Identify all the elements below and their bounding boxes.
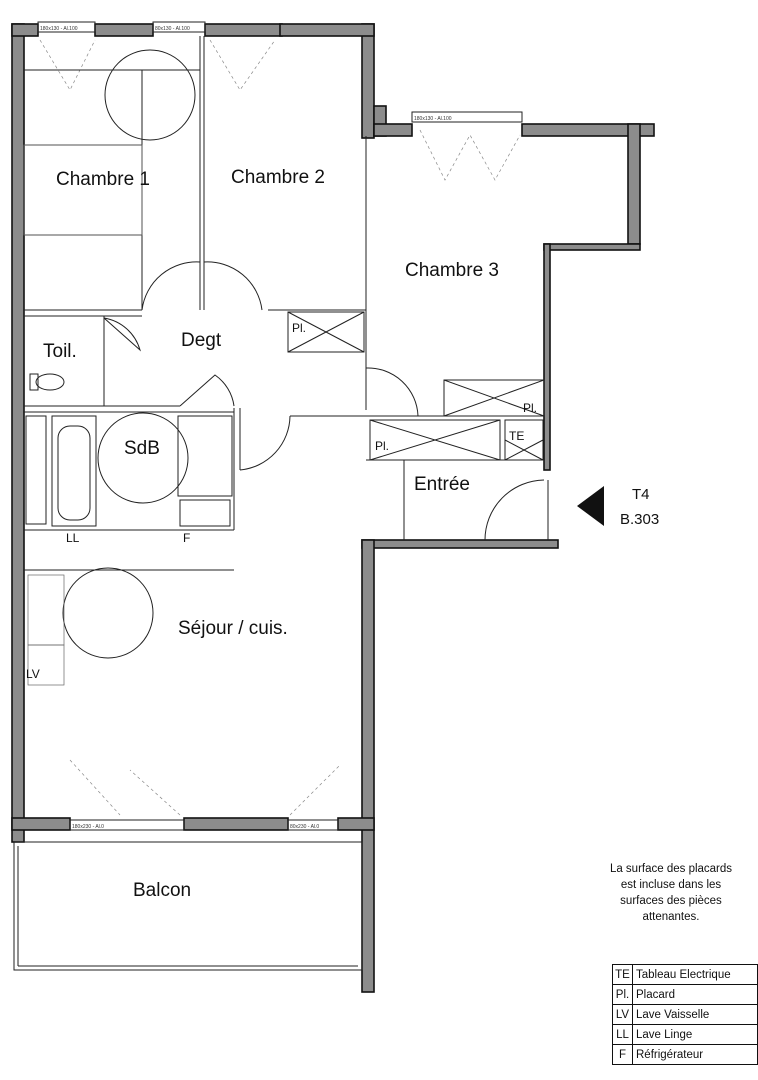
- note-line: attenantes.: [642, 911, 700, 923]
- legend-label: Placard: [632, 984, 758, 1005]
- legend-label: Tableau Electrique: [632, 964, 758, 985]
- room-label-sdb: SdB: [124, 438, 160, 459]
- legend-code: LV: [612, 1004, 633, 1025]
- legend-row: F Réfrigérateur: [612, 1044, 758, 1065]
- windows: 180x130 - Al.100 80x130 - Al.100 180x130…: [37, 21, 523, 831]
- room-label-sejour: Séjour / cuis.: [178, 618, 288, 639]
- room-label-entree: Entrée: [414, 474, 470, 495]
- legend-table: TE Tableau Electrique Pl. Placard LV Lav…: [612, 964, 758, 1065]
- room-label-degt: Degt: [181, 330, 222, 351]
- legend-row: TE Tableau Electrique: [612, 964, 758, 985]
- room-label-chambre1: Chambre 1: [56, 169, 150, 190]
- fixture-label-pl: Pl.: [523, 401, 537, 415]
- exterior-walls: [11, 23, 655, 993]
- fixture-label-pl: Pl.: [375, 439, 389, 453]
- fixture-label-lv: LV: [26, 667, 40, 681]
- turning-circle-sdb: [97, 412, 189, 504]
- turning-circle-chambre1: [104, 49, 196, 141]
- window-label-1: 180x130 - Al.100: [40, 26, 78, 32]
- legend-code: TE: [612, 964, 633, 985]
- unit-code: B.303: [620, 511, 659, 528]
- fixture-label-ll: LL: [66, 531, 80, 545]
- room-label-balcon: Balcon: [133, 880, 191, 901]
- note-line: est incluse dans les: [620, 879, 722, 891]
- placard-surface-note: La surface des placards est incluse dans…: [596, 861, 746, 925]
- closets: [287, 311, 545, 461]
- balcony: [13, 841, 363, 971]
- legend-code: LL: [612, 1024, 633, 1045]
- legend-code: F: [612, 1044, 633, 1065]
- legend-label: Réfrigérateur: [632, 1044, 758, 1065]
- legend-row: LV Lave Vaisselle: [612, 1004, 758, 1025]
- note-line: surfaces des pièces: [620, 895, 722, 907]
- sanitary: [25, 373, 233, 686]
- interior-walls: [24, 36, 544, 571]
- furniture: [23, 49, 196, 659]
- room-label-chambre2: Chambre 2: [231, 167, 325, 188]
- entrance-arrow-icon: [577, 486, 604, 526]
- legend-label: Lave Vaisselle: [632, 1004, 758, 1025]
- window-label-2: 80x130 - Al.100: [155, 26, 190, 32]
- legend-row: Pl. Placard: [612, 984, 758, 1005]
- legend-label: Lave Linge: [632, 1024, 758, 1045]
- unit-type: T4: [632, 486, 650, 503]
- fixture-label-pl: Pl.: [292, 321, 306, 335]
- room-label-chambre3: Chambre 3: [405, 260, 499, 281]
- fixture-label-f: F: [183, 531, 190, 545]
- note-line: La surface des placards: [609, 863, 733, 875]
- window-label-3: 180x130 - Al.100: [414, 116, 452, 122]
- legend-code: Pl.: [612, 984, 633, 1005]
- fixture-label-te: TE: [509, 429, 524, 443]
- window-label-4: 180x230 - Al.0: [72, 824, 104, 830]
- turning-circle-sejour: [62, 567, 154, 659]
- window-label-5: 80x230 - Al.0: [290, 824, 319, 830]
- doors: [103, 261, 549, 541]
- room-label-toil: Toil.: [43, 341, 77, 362]
- legend-row: LL Lave Linge: [612, 1024, 758, 1045]
